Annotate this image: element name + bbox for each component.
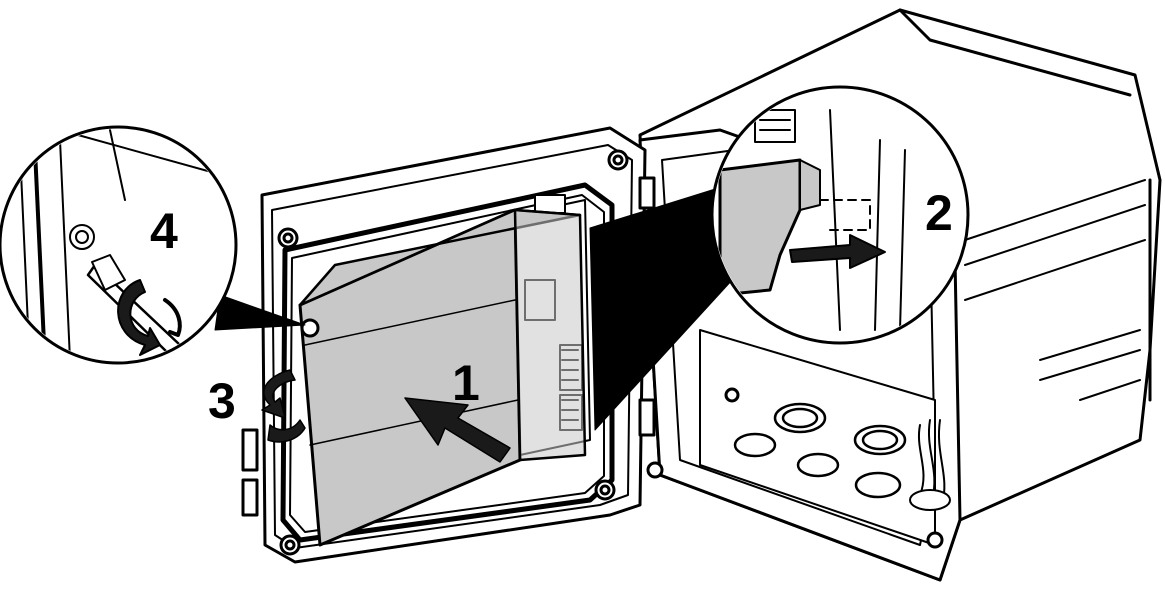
callout-4-pointer [214, 294, 306, 331]
callout-circle-2 [710, 85, 970, 345]
cable-gland-holes [733, 402, 907, 499]
wires [909, 419, 951, 511]
rotate-arrow [261, 369, 306, 443]
insert-arrow [404, 397, 511, 463]
display-module-panel [298, 208, 587, 547]
callout-circle-4 [0, 125, 238, 365]
